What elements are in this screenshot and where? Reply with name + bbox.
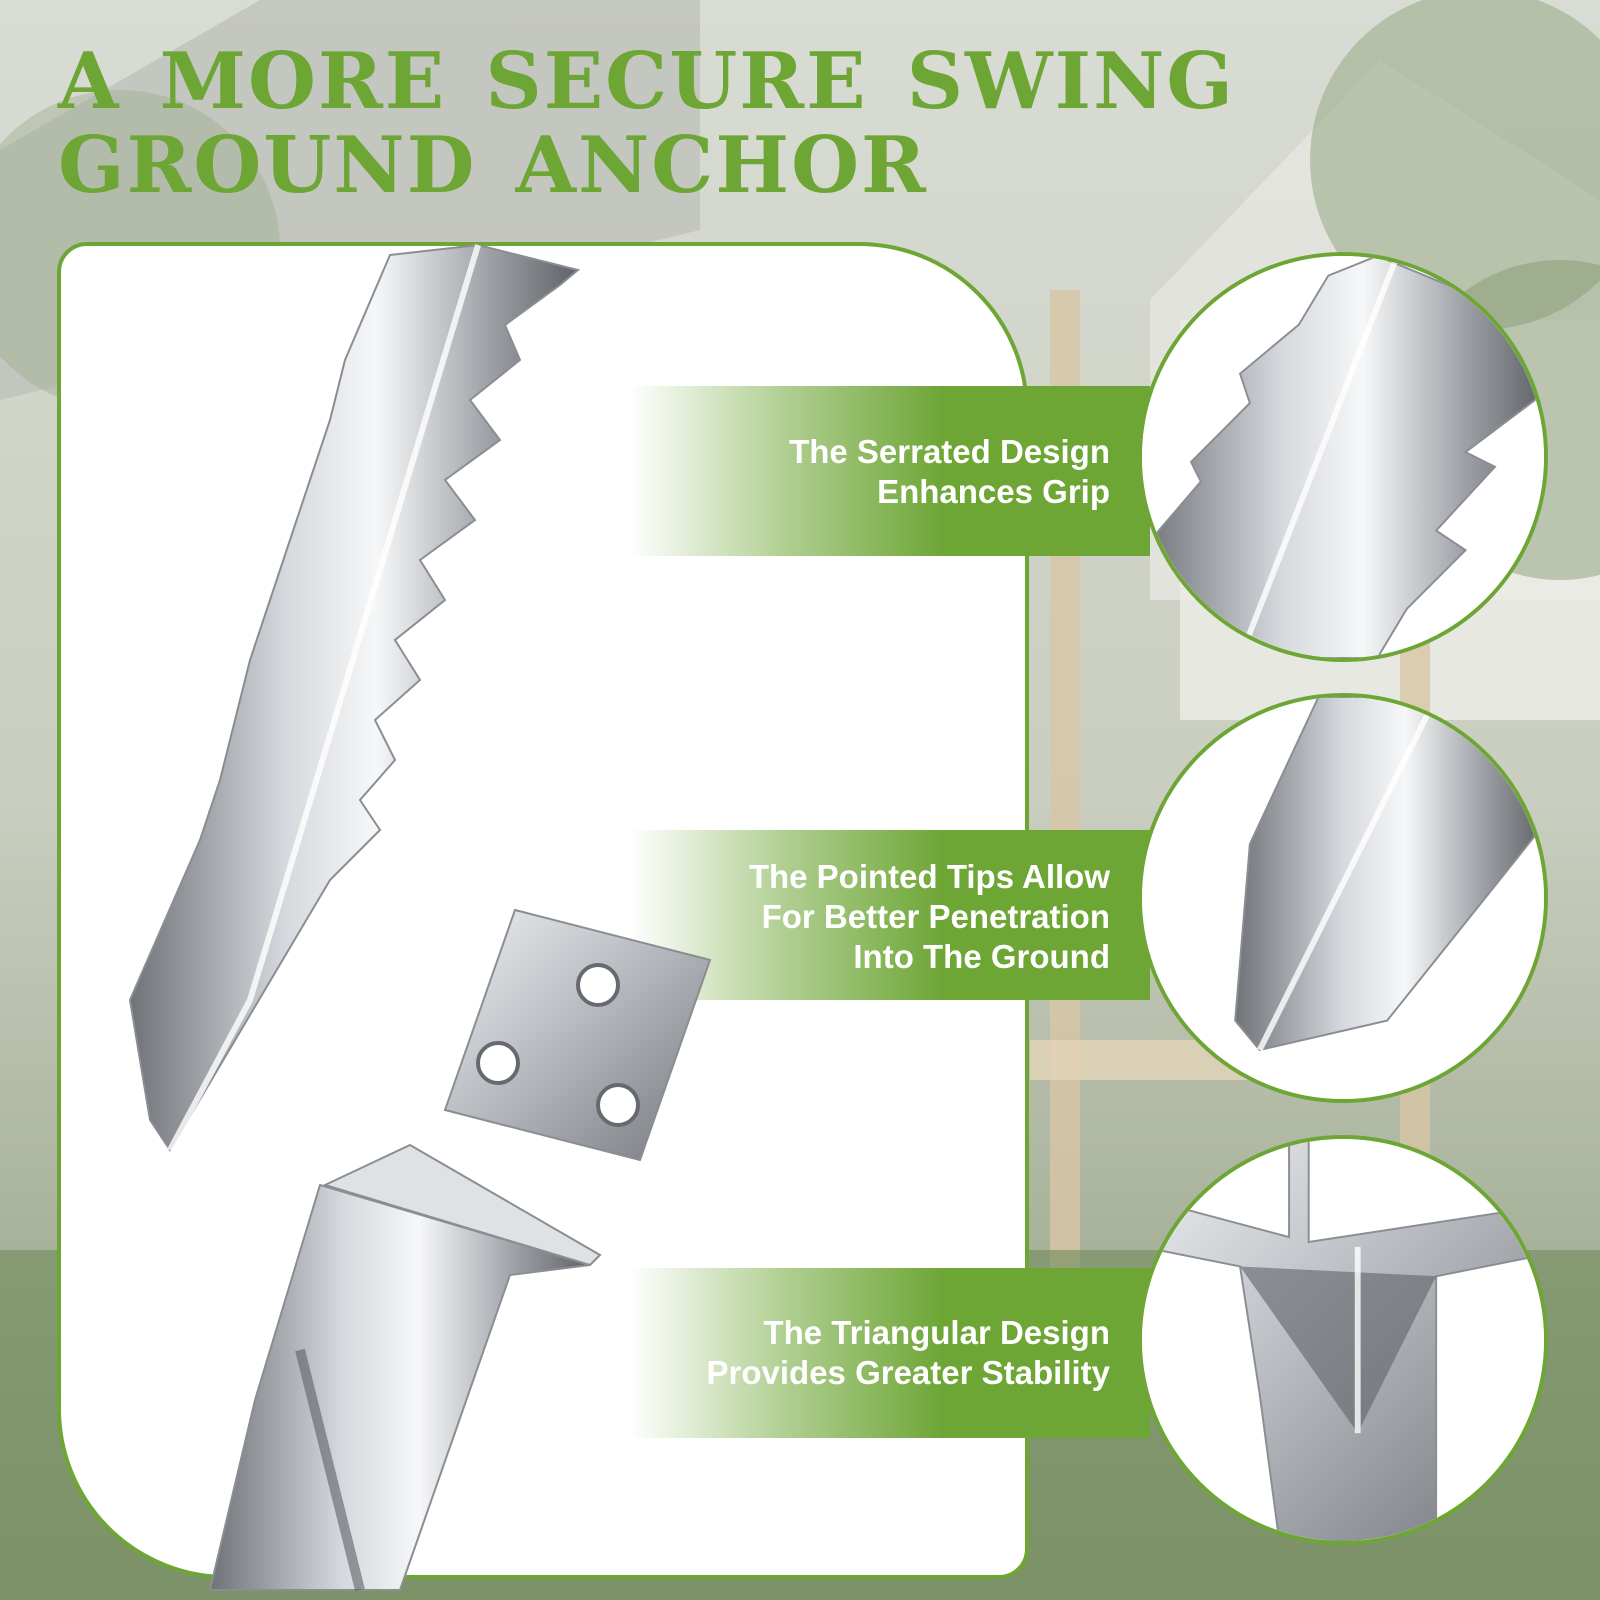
detail-circle-pointed: [1138, 693, 1548, 1103]
detail-circle-triangular: [1138, 1135, 1548, 1545]
headline-line-1: A MORE SECURE SWING: [58, 36, 1236, 127]
serrated-spike: [128, 243, 581, 1152]
feature-band-triangular: [630, 1268, 1150, 1438]
bolt-hole: [596, 1083, 640, 1127]
feature-band-serrated: [630, 386, 1150, 556]
feature-text-serrated: The Serrated Design Enhances Grip: [789, 433, 1110, 510]
feature-text-triangular: The Triangular Design Provides Greater S…: [706, 1314, 1111, 1391]
feature-text-pointed: The Pointed Tips Allow For Better Penetr…: [748, 858, 1110, 975]
headline-line-2: GROUND ANCHOR: [58, 120, 928, 211]
bolt-hole: [576, 963, 620, 1007]
bracket-plate: [443, 908, 712, 1162]
detail-circle-serrated: [1138, 252, 1548, 662]
bolt-hole: [476, 1041, 520, 1085]
headline: A MORE SECURE SWING GROUND ANCHOR: [58, 40, 1235, 208]
feature-band-pointed: [630, 830, 1150, 1000]
